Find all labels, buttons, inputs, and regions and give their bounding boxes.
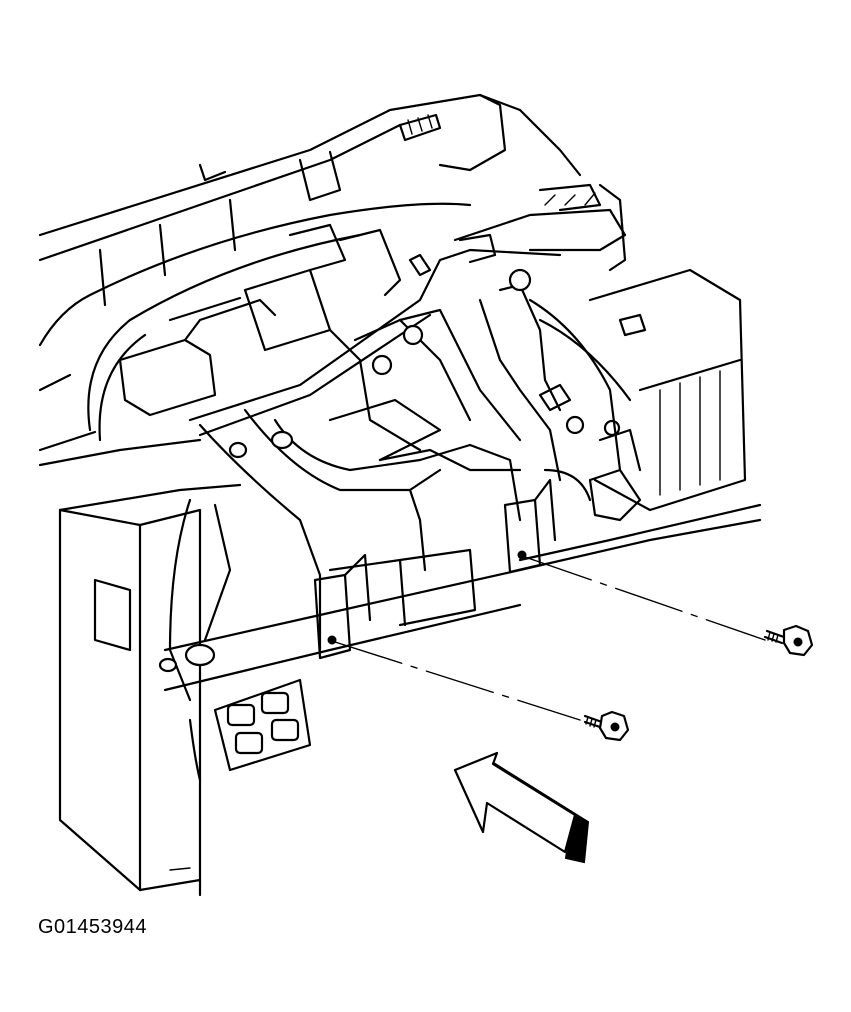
bolt-icon [583,710,630,742]
front-lower-rail [38,438,762,692]
upper-cowl-panel [38,93,582,307]
arrow-up-left-icon [453,751,590,864]
figure-id-label: G01453944 [38,916,148,938]
fender-arch [38,202,472,452]
left-mount-bracket [313,553,372,660]
right-side-components [478,268,642,522]
left-upper-components [118,223,402,417]
center-bracket-assembly [198,308,621,652]
lamp-connector-block [213,678,312,772]
left-support-post [58,498,232,897]
bolt-icon [763,624,814,657]
bolt-path-lines [334,556,766,721]
radiator-support-top [188,183,627,437]
right-mount-bracket [503,478,557,574]
right-module-box [588,183,747,512]
